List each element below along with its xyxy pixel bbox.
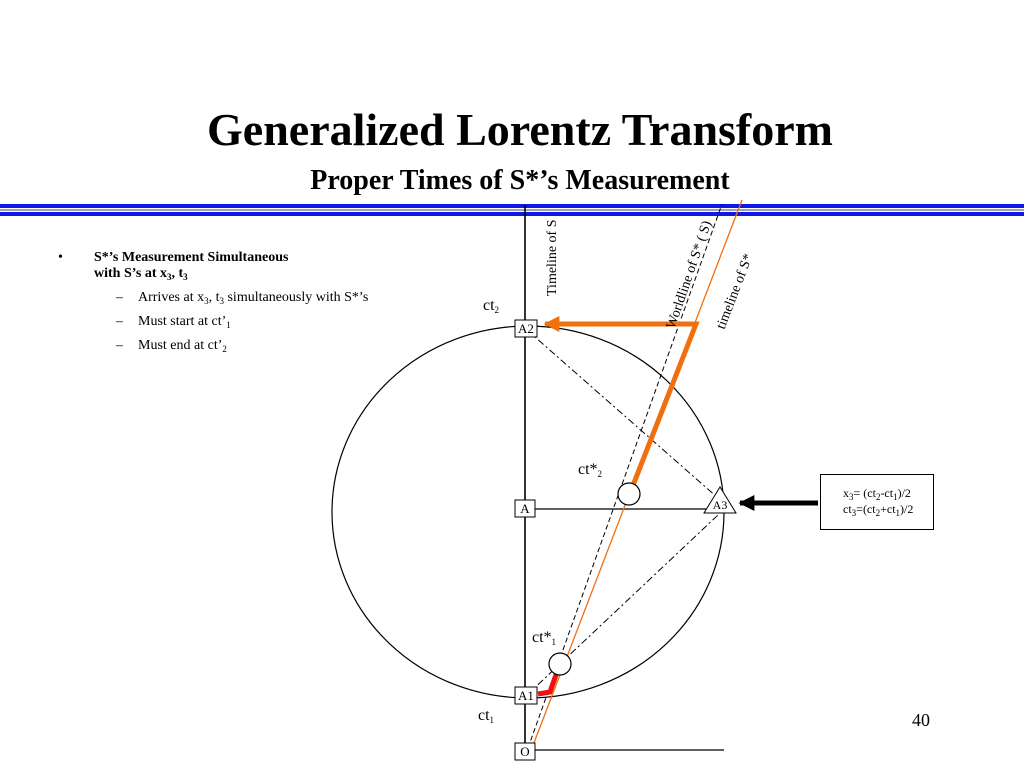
event-ct-star-2-marker: [617, 482, 641, 506]
formula-1-a: x: [843, 486, 849, 500]
formula-1-d: )/2: [897, 486, 911, 500]
formula-line-1: x3= (ct2-ct1)/2: [843, 485, 933, 502]
dash-icon: –: [116, 290, 123, 305]
page-number: 40: [912, 710, 930, 730]
bullet-main-line1: S*’s Measurement Simultaneous: [94, 250, 289, 265]
dash-icon: –: [116, 338, 123, 353]
sub-bullet-1-prefix: Must start at ct’: [138, 314, 227, 329]
slide-subtitle: Proper Times of S*’s Measurement: [310, 165, 730, 196]
slide-title: Generalized Lorentz Transform: [207, 104, 833, 155]
formula-line-2: ct3=(ct2+ct1)/2: [843, 501, 933, 518]
bullet-main-line2-prefix: with S’s at x: [94, 266, 167, 281]
header-rule-top: [0, 204, 1024, 208]
sub-bullet-arrives: – Arrives at x3, t3 simultaneously with …: [58, 290, 458, 306]
point-a-label: A: [520, 501, 530, 516]
formula-2-c-sub: 1: [895, 508, 901, 518]
sub-bullet-1-s1: 1: [226, 320, 231, 330]
label-ct2-base: ct: [483, 297, 495, 314]
sub-bullet-0-s1: 3: [204, 296, 209, 306]
point-a1-box: [514, 686, 538, 705]
label-ct2: ct2: [483, 297, 500, 315]
formula-2-a: ct: [843, 502, 852, 516]
header-rule-bottom: [0, 212, 1024, 216]
sub-bullet-2-s1: 2: [222, 344, 227, 354]
event-ct-star-1-marker: [548, 652, 572, 676]
sub-bullet-0-s2: 3: [219, 296, 224, 306]
formula-2-b: =(ct: [856, 502, 876, 516]
sub-bullet-end: – Must end at ct’2: [58, 338, 458, 354]
formula-1-c-sub: 1: [893, 492, 898, 502]
point-a-box: [514, 499, 536, 518]
bullet-main-sub-a: 3: [167, 272, 172, 282]
light-ray-a2-a3: [526, 329, 719, 499]
label-ct-star-2-sub: 2: [597, 469, 603, 479]
label-timeline-s: Timeline of S: [545, 219, 560, 297]
label-ct1-sub: 1: [489, 715, 495, 725]
formula-1-a-sub: 3: [849, 492, 854, 502]
bullet-main: • S*’s Measurement Simultaneous with S’s…: [58, 250, 394, 282]
label-ct-star-1-base: ct*: [532, 629, 552, 646]
point-o-label: O: [520, 744, 529, 759]
signal-path-orange: [543, 315, 700, 489]
formula-1-c: -ct: [880, 486, 894, 500]
formula-2-a-sub: 3: [851, 508, 857, 518]
point-a2-box: [514, 319, 538, 338]
point-a1-label: A1: [518, 688, 534, 703]
light-ray-a1-a3: [526, 514, 719, 696]
sub-bullet-0-prefix: Arrives at x: [138, 290, 205, 305]
label-ct1: ct1: [478, 707, 495, 725]
bullet-list: • S*’s Measurement Simultaneous with S’s…: [58, 250, 458, 354]
sub-bullet-start: – Must start at ct’1: [58, 314, 458, 330]
formula-2-d: )/2: [900, 502, 914, 516]
label-ct-star-2: ct*2: [578, 461, 603, 479]
formula-2-b-sub: 2: [875, 508, 881, 518]
point-a2-label: A2: [518, 321, 534, 336]
label-ct-star-2-base: ct*: [578, 461, 598, 478]
sub-bullet-0-mid: , t: [208, 290, 220, 305]
formula-box: x3= (ct2-ct1)/2 ct3=(ct2+ct1)/2: [820, 474, 934, 530]
label-ct2-sub: 2: [494, 305, 500, 315]
header-rule-middle: [0, 209, 1024, 211]
label-ct-star-1: ct*1: [532, 629, 557, 647]
signal-path-red: [537, 671, 560, 697]
bullet-main-sub-b: 3: [183, 272, 188, 282]
formula-2-c: +ct: [880, 502, 896, 516]
point-o-box: [514, 742, 536, 761]
point-a3-label: A3: [713, 498, 728, 512]
sub-bullet-0-suffix: simultaneously with S*’s: [223, 290, 369, 305]
dash-icon: –: [116, 314, 123, 329]
bullet-dot-icon: •: [58, 250, 63, 265]
label-ct1-base: ct: [478, 707, 490, 724]
sub-bullet-2-prefix: Must end at ct’: [138, 338, 223, 353]
formula-1-b-sub: 2: [875, 492, 881, 502]
point-a3-triangle: [703, 486, 737, 514]
bullet-main-sep: , t: [171, 266, 184, 281]
formula-1-b: = (ct: [853, 486, 876, 500]
label-ct-star-1-sub: 1: [551, 637, 557, 647]
